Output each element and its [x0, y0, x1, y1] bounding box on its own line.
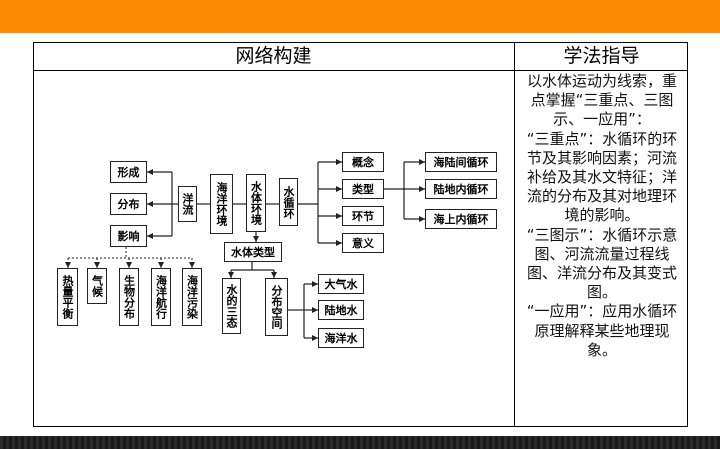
network-header: 网络构建	[235, 45, 312, 67]
content-table	[33, 42, 688, 427]
guide-header: 学法指导	[563, 45, 640, 67]
top-accent-bar	[0, 0, 720, 33]
node-atmospheric-water: 大气水	[318, 274, 364, 294]
node-type: 类型	[342, 179, 384, 199]
guide-paragraph: “一应用”：应用水循环原理解释某些地理现象。	[526, 302, 678, 359]
node-ocean-current: 洋流	[178, 186, 197, 222]
node-significance: 意义	[342, 233, 384, 253]
column-divider	[514, 42, 515, 427]
node-water-cycle: 水循环	[279, 178, 298, 226]
node-climate: 气候	[87, 268, 107, 304]
node-ocean-cycle: 海上内循环	[425, 209, 497, 229]
node-distribution-space: 分布空间	[265, 278, 288, 336]
node-ocean-env: 海洋环境	[210, 174, 233, 234]
node-influence: 影响	[110, 225, 147, 247]
bottom-bar	[0, 436, 720, 449]
guide-paragraph: “三图示”：水循环示意图、河流流量过程线图、洋流分布及其变式图。	[526, 225, 678, 302]
guide-paragraph: 以水体运动为线索，重点掌握“三重点、三图示、一应用”：	[526, 72, 677, 129]
node-sea-land-cycle: 海陆间循环	[425, 152, 497, 172]
node-water-env: 水体环境	[246, 174, 266, 232]
node-formation: 形成	[110, 161, 147, 183]
node-land-water: 陆地水	[318, 300, 364, 320]
header-divider	[33, 70, 688, 71]
study-guide: 以水体运动为线索，重点掌握“三重点、三图示、一应用”： “三重点”：水循环的环节…	[520, 72, 684, 360]
node-bio-distribution: 生物分布	[119, 268, 139, 326]
node-stage: 环节	[342, 206, 384, 226]
node-water-states: 水的三态	[222, 278, 241, 334]
node-water-types: 水体类型	[224, 242, 282, 262]
node-pollution: 海洋污染	[182, 268, 202, 326]
node-heat-balance: 热量平衡	[57, 268, 78, 326]
node-inland-cycle: 陆地内循环	[425, 179, 497, 199]
guide-paragraph: “三重点”：水循环的环节及其影响因素；河流补给及其水文特征；洋流的分布及其对地理…	[526, 129, 678, 225]
node-distribution: 分布	[110, 193, 147, 215]
node-concept: 概念	[342, 152, 384, 172]
node-ocean-water: 海洋水	[318, 328, 364, 348]
node-navigation: 海洋航行	[151, 268, 171, 326]
